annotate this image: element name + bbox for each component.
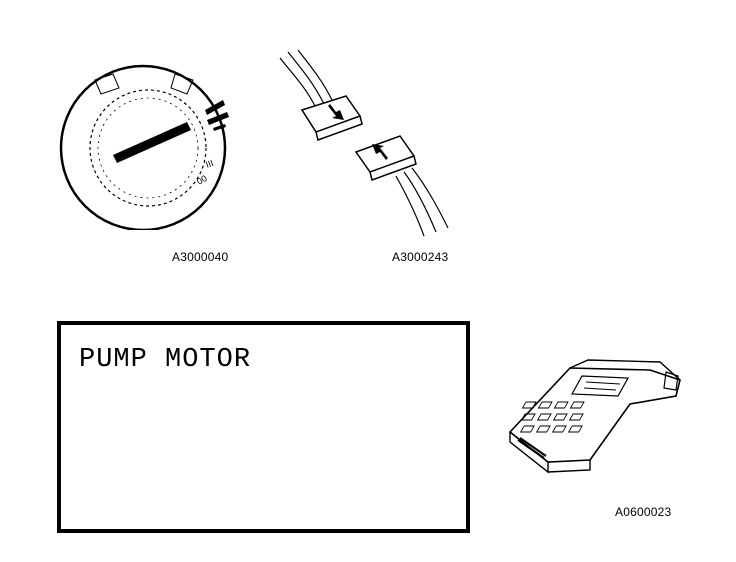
figure-code-connector: A3000243 xyxy=(392,250,449,264)
figure-code-ignition: A3000040 xyxy=(172,250,229,264)
ignition-switch-icon: III 00 xyxy=(59,64,229,230)
tester-display: PUMP MOTOR xyxy=(57,321,470,533)
connector-icon xyxy=(279,49,449,237)
figure-code-tester: A0600023 xyxy=(615,505,672,519)
display-message: PUMP MOTOR xyxy=(79,345,252,375)
hand-held-tester-icon xyxy=(508,359,681,474)
svg-text:00: 00 xyxy=(195,173,209,187)
svg-text:III: III xyxy=(204,158,214,170)
